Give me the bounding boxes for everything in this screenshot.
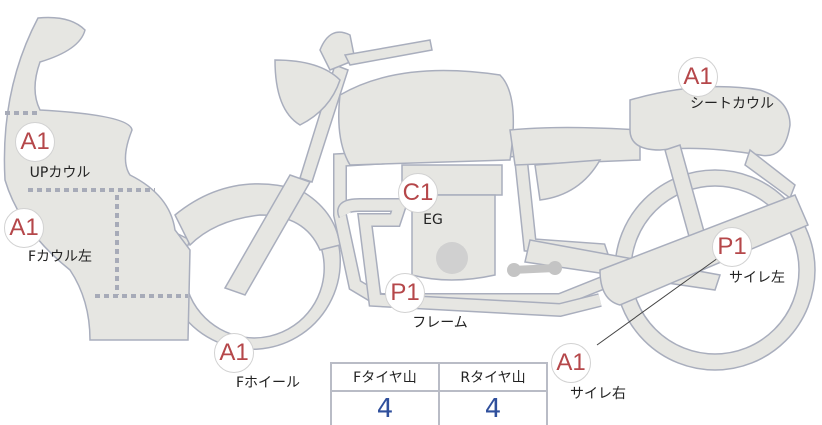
front-tire-value: 4 <box>330 390 440 425</box>
damage-marker[interactable]: A1 <box>15 122 55 162</box>
damage-marker[interactable]: A1 <box>214 333 254 373</box>
part-label: サイレ左 <box>729 270 785 286</box>
part-label: EG <box>423 212 443 228</box>
damage-marker[interactable]: P1 <box>712 227 752 267</box>
damage-marker[interactable]: A1 <box>551 343 591 383</box>
leader-line <box>596 257 719 346</box>
part-label: Fホイール <box>235 375 301 391</box>
tire-tread-table: Fタイヤ山 Rタイヤ山 4 4 <box>330 362 548 425</box>
front-tire-header: Fタイヤ山 <box>330 362 440 392</box>
damage-marker[interactable]: A1 <box>4 208 44 248</box>
rear-tire-value: 4 <box>438 390 548 425</box>
part-label: Fカウル左 <box>27 249 93 265</box>
front-cowl <box>3 16 191 341</box>
part-label: フレーム <box>412 315 468 331</box>
muffler <box>599 194 809 306</box>
part-label: シートカウル <box>690 96 774 112</box>
seat <box>509 126 641 166</box>
seat-cowl <box>629 85 791 157</box>
part-label: UPカウル <box>29 165 91 181</box>
fuel-tank <box>338 69 515 166</box>
damage-marker[interactable]: P1 <box>385 273 425 313</box>
rear-tire-header: Rタイヤ山 <box>438 362 548 392</box>
part-label: サイレ右 <box>570 386 626 402</box>
damage-marker[interactable]: C1 <box>398 173 438 213</box>
damage-marker[interactable]: A1 <box>678 57 718 97</box>
